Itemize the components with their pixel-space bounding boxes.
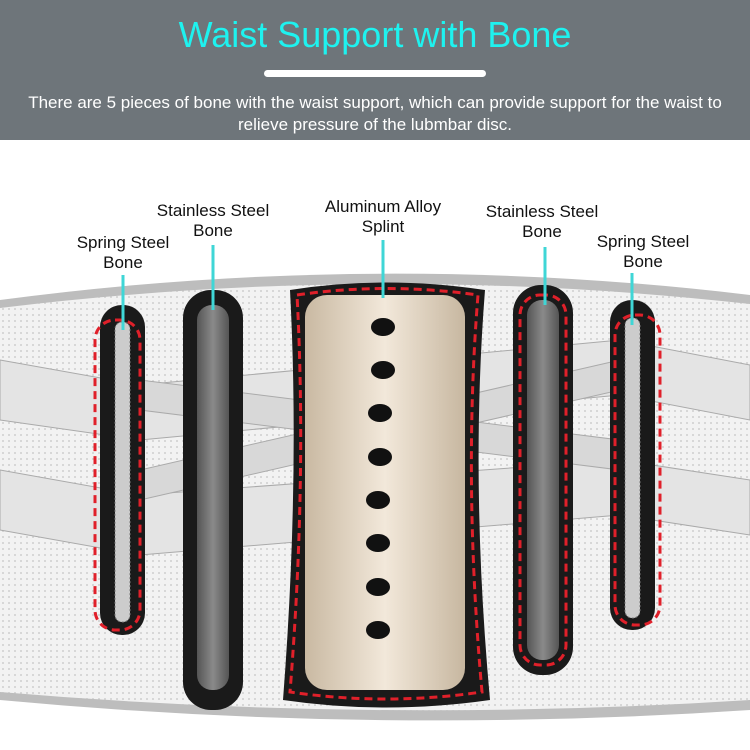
label-spring-steel-bone-left: Spring Steel Bone [43,233,203,273]
label-aluminum-alloy-splint: Aluminum Alloy Splint [303,197,463,237]
aluminum-alloy-splint [283,282,490,708]
label-pointers [121,240,634,330]
label-stainless-steel-bone-left: Stainless Steel Bone [133,201,293,241]
waist-support-illustration [0,240,750,721]
spring-steel-bone-right [610,300,662,630]
label-line: Spring Steel [76,233,170,252]
label-line: Aluminum Alloy [324,197,442,216]
label-line: Bone [103,253,143,272]
spring-steel-bone-left [93,305,145,635]
stainless-steel-bone-left [183,290,243,710]
page-title: Waist Support with Bone [178,14,572,55]
label-line: Stainless Steel [156,201,270,220]
label-line: Bone [623,252,663,271]
description: There are 5 pieces of bone with the wais… [28,93,722,134]
header-banner: Waist Support with Bone There are 5 piec… [0,0,750,140]
label-line: Spring Steel [596,232,690,251]
splint-holes [366,318,395,639]
label-line: Bone [193,221,233,240]
label-line: Stainless Steel [485,202,599,221]
label-line: Splint [361,217,405,236]
label-spring-steel-bone-right: Spring Steel Bone [563,232,723,272]
title-divider [264,70,486,77]
stainless-steel-bone-right [513,285,573,675]
label-stainless-steel-bone-right: Stainless Steel Bone [462,202,622,242]
label-line: Bone [522,222,562,241]
